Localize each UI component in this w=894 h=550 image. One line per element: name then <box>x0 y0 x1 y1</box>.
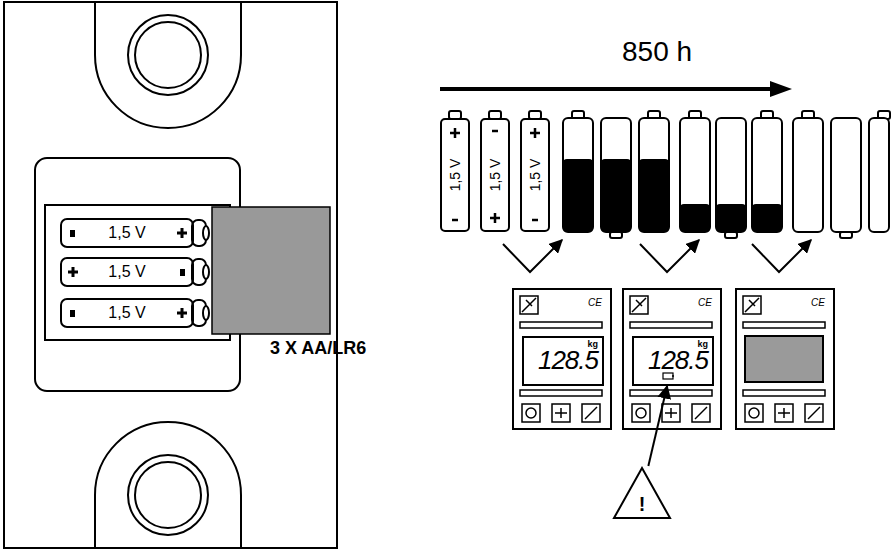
time-arrow <box>440 81 792 97</box>
ce-mark: CE <box>811 297 825 308</box>
battery-caps <box>192 220 209 326</box>
warning-triangle: ! <box>612 466 672 520</box>
ce-mark: CE <box>588 297 602 308</box>
battery-cell: 1,5 V <box>60 257 194 287</box>
polarity-marks-right <box>450 128 540 223</box>
battery-cell: 1,5 V <box>480 118 510 232</box>
voltage-label: 1,5 V <box>447 159 463 192</box>
weight-reading: 128.5 <box>648 345 708 376</box>
display-unit: CE kg128.5 <box>622 288 722 430</box>
voltage-label: 1,5 V <box>527 159 543 192</box>
battery-cell: 1,5 V <box>520 118 550 232</box>
battery-cell: 1,5 V <box>60 298 194 328</box>
display-screen: kg128.5 <box>632 336 714 386</box>
voltage-label: 1,5 V <box>108 304 145 322</box>
battery-cell: 1,5 V <box>60 218 194 248</box>
display-screen: kg128.5 <box>522 336 604 386</box>
display-unit: CE <box>735 288 835 430</box>
battery-type-label: 3 X AA/LR6 <box>270 338 366 359</box>
ce-mark: CE <box>698 297 712 308</box>
battery-strip <box>212 207 330 334</box>
display-unit: CE kg128.5 <box>512 288 612 430</box>
weight-reading: 128.5 <box>538 345 598 376</box>
duration-label: 850 h <box>622 36 692 68</box>
warning-mark: ! <box>612 493 672 516</box>
voltage-label: 1,5 V <box>108 263 145 281</box>
battery-cell: 1,5 V <box>440 118 470 232</box>
voltage-label: 1,5 V <box>108 224 145 242</box>
warning-pointer <box>648 386 667 466</box>
voltage-label: 1,5 V <box>487 159 503 192</box>
scale-body <box>4 2 337 548</box>
transition-arrows <box>503 240 811 272</box>
battery-row <box>449 111 890 238</box>
panel-details <box>520 296 825 422</box>
